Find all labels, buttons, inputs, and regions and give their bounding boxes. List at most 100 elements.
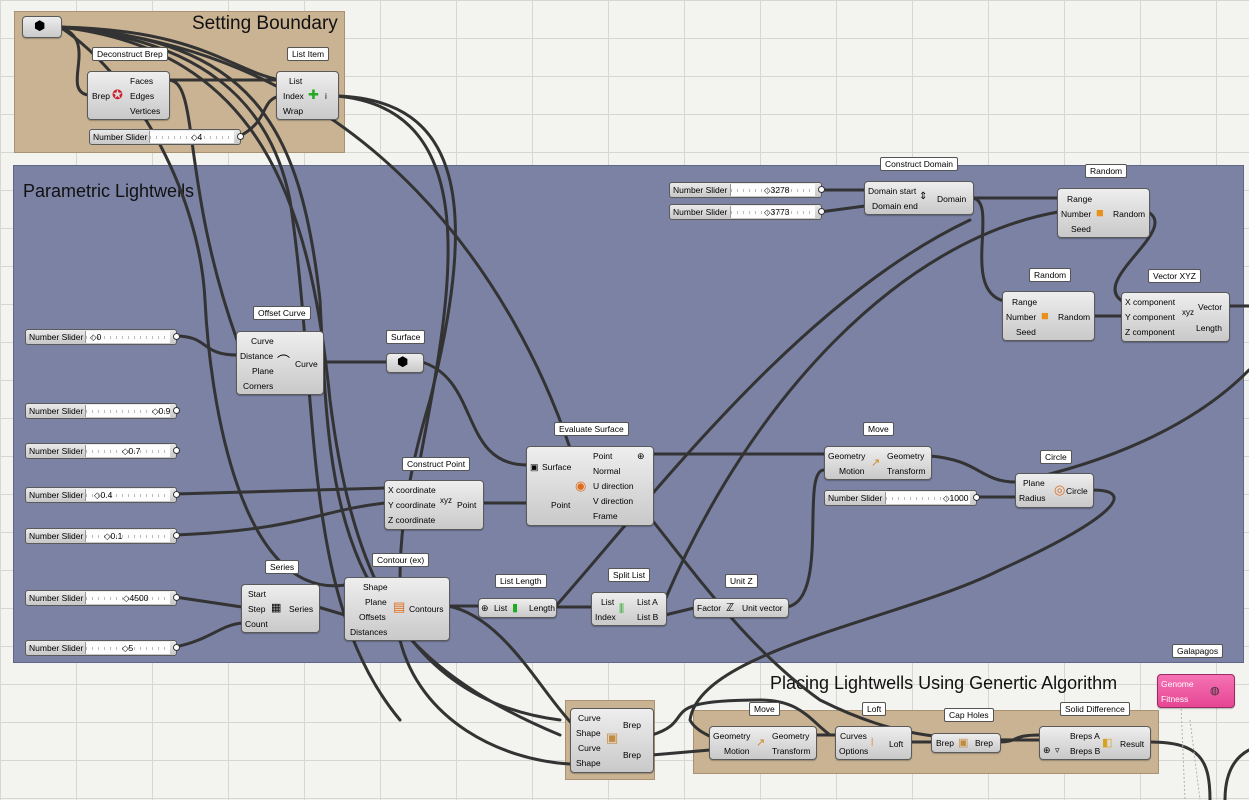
slider-domain-end[interactable]: Number Slider ◇3773	[669, 204, 825, 220]
slider-point-u[interactable]: Number Slider ◇0.9	[25, 403, 180, 419]
port-seed[interactable]: Seed	[1016, 327, 1036, 337]
construct-domain-node[interactable]: Domain start Domain end ⇕ Domain	[864, 181, 974, 215]
port-shape[interactable]: Shape	[576, 758, 601, 768]
port-number[interactable]: Number	[1006, 312, 1037, 322]
port-breps-a[interactable]: Breps A	[1070, 731, 1100, 741]
port-y-coordinate[interactable]: Y coordinate	[388, 500, 436, 510]
port-curve[interactable]: Curve	[578, 713, 601, 723]
port-faces[interactable]: Faces	[130, 76, 154, 86]
port-list[interactable]: List	[289, 76, 303, 86]
port-shape[interactable]: Shape	[576, 728, 601, 738]
port-geometry[interactable]: Geometry	[828, 451, 866, 461]
port-surface[interactable]: Surface	[542, 462, 572, 472]
list-item-node[interactable]: List Index Wrap ✚ i	[276, 71, 339, 120]
port-domain[interactable]: Domain	[937, 194, 967, 204]
port-vertices[interactable]: Vertices	[130, 106, 161, 116]
port-range[interactable]: Range	[1012, 297, 1038, 307]
brep-param-node[interactable]: ⬢	[22, 16, 62, 38]
port-z-coordinate[interactable]: Z coordinate	[388, 515, 436, 525]
port-loft[interactable]: Loft	[889, 739, 904, 749]
port-point[interactable]: Point	[551, 500, 571, 510]
slider-x-coordinate[interactable]: Number Slider ◇0.4	[25, 487, 180, 503]
port-vector[interactable]: Vector	[1198, 302, 1223, 312]
list-length-node[interactable]: ⊕ List ▮ Length	[478, 598, 557, 618]
port-random[interactable]: Random	[1058, 312, 1091, 322]
port-edges[interactable]: Edges	[130, 91, 155, 101]
port-offsets[interactable]: Offsets	[359, 612, 386, 622]
port-result[interactable]: Result	[1120, 739, 1145, 749]
port-list-b[interactable]: List B	[637, 612, 659, 622]
split-list-node[interactable]: List Index ⫼ List A List B	[591, 592, 667, 626]
port-distances[interactable]: Distances	[350, 627, 388, 637]
port-brep[interactable]: Brep	[936, 738, 954, 748]
port-plane[interactable]: Plane	[365, 597, 387, 607]
construct-point-node[interactable]: X coordinate Y coordinate Z coordinate x…	[384, 480, 484, 530]
port-index[interactable]: Index	[595, 612, 616, 622]
port-domain-end[interactable]: Domain end	[872, 201, 918, 211]
port-brep-out[interactable]: Brep	[975, 738, 993, 748]
port-motion[interactable]: Motion	[724, 746, 750, 756]
port-count[interactable]: Count	[245, 619, 268, 629]
port-length[interactable]: Length	[1196, 323, 1222, 333]
solid-difference-node[interactable]: ⊕ ▿ Breps A Breps B ◧ Result	[1039, 726, 1151, 760]
port-curve-out[interactable]: Curve	[295, 359, 318, 369]
port-number[interactable]: Number	[1061, 209, 1092, 219]
port-normal[interactable]: Normal	[593, 466, 621, 476]
port-list[interactable]: List	[601, 597, 615, 607]
port-seed[interactable]: Seed	[1071, 224, 1091, 234]
surface-param-node[interactable]: ⬢	[386, 353, 424, 373]
port-x-component[interactable]: X component	[1125, 297, 1176, 307]
port-fitness[interactable]: Fitness	[1161, 694, 1189, 704]
random-node-2[interactable]: Range Number Seed ■ Random	[1002, 291, 1095, 341]
port-geometry-out[interactable]: Geometry	[772, 731, 810, 741]
port-y-component[interactable]: Y component	[1125, 312, 1175, 322]
port-corners[interactable]: Corners	[243, 381, 274, 391]
port-brep[interactable]: Brep	[92, 91, 110, 101]
move-node-1[interactable]: Geometry Motion ↗ Geometry Transform	[824, 446, 932, 480]
offset-curve-node[interactable]: Curve Distance Plane Corners ⌒ Curve	[236, 331, 324, 395]
deconstruct-brep-node[interactable]: Brep ✪ Faces Edges Vertices	[87, 71, 170, 120]
port-transform[interactable]: Transform	[887, 466, 926, 476]
galapagos-node[interactable]: Genome Fitness ◍	[1157, 674, 1235, 708]
port-list[interactable]: List	[494, 603, 508, 613]
port-transform[interactable]: Transform	[772, 746, 811, 756]
port-i[interactable]: i	[325, 91, 327, 101]
port-brep[interactable]: Brep	[623, 720, 641, 730]
port-curve[interactable]: Curve	[251, 336, 274, 346]
port-breps-b[interactable]: Breps B	[1070, 746, 1101, 756]
slider-series-step[interactable]: Number Slider ◇4500	[25, 590, 180, 606]
port-plane[interactable]: Plane	[1023, 478, 1045, 488]
brep-surface-node[interactable]: Curve Shape Curve Shape ▣ Brep Brep	[570, 708, 654, 773]
cap-holes-node[interactable]: Brep ▣ Brep	[931, 733, 1001, 753]
port-unit-vector[interactable]: Unit vector	[742, 603, 783, 613]
port-motion[interactable]: Motion	[839, 466, 865, 476]
port-radius[interactable]: Radius	[1019, 493, 1046, 503]
random-node-1[interactable]: Range Number Seed ■ Random	[1057, 188, 1150, 238]
loft-node[interactable]: Curves Options ⦚ Loft	[835, 726, 912, 760]
port-random[interactable]: Random	[1113, 209, 1146, 219]
port-z-component[interactable]: Z component	[1125, 327, 1175, 337]
port-genome[interactable]: Genome	[1161, 679, 1194, 689]
vector-xyz-node[interactable]: X component Y component Z component xyz …	[1121, 292, 1230, 342]
port-shape[interactable]: Shape	[363, 582, 388, 592]
port-length[interactable]: Length	[529, 603, 555, 613]
port-wrap[interactable]: Wrap	[283, 106, 304, 116]
port-circle[interactable]: Circle	[1066, 486, 1088, 496]
port-index[interactable]: Index	[283, 91, 304, 101]
circle-node[interactable]: Plane Radius ◎ Circle	[1015, 473, 1094, 508]
port-brep[interactable]: Brep	[623, 750, 641, 760]
slider-list-index[interactable]: Number Slider ◇4	[89, 129, 244, 145]
port-curves[interactable]: Curves	[840, 731, 867, 741]
slider-series-count[interactable]: Number Slider ◇5	[25, 640, 180, 656]
port-options[interactable]: Options	[839, 746, 869, 756]
port-step[interactable]: Step	[248, 604, 266, 614]
port-u-direction[interactable]: U direction	[593, 481, 634, 491]
port-factor[interactable]: Factor	[697, 603, 722, 613]
port-contours[interactable]: Contours	[409, 604, 444, 614]
port-range[interactable]: Range	[1067, 194, 1093, 204]
port-curve[interactable]: Curve	[578, 743, 601, 753]
port-geometry[interactable]: Geometry	[713, 731, 751, 741]
slider-offset-distance[interactable]: Number Slider ◇0	[25, 329, 180, 345]
slider-circle-radius[interactable]: Number Slider ◇1000	[824, 490, 980, 506]
contour-node[interactable]: Shape Plane Offsets Distances ▤ Contours	[344, 577, 450, 641]
